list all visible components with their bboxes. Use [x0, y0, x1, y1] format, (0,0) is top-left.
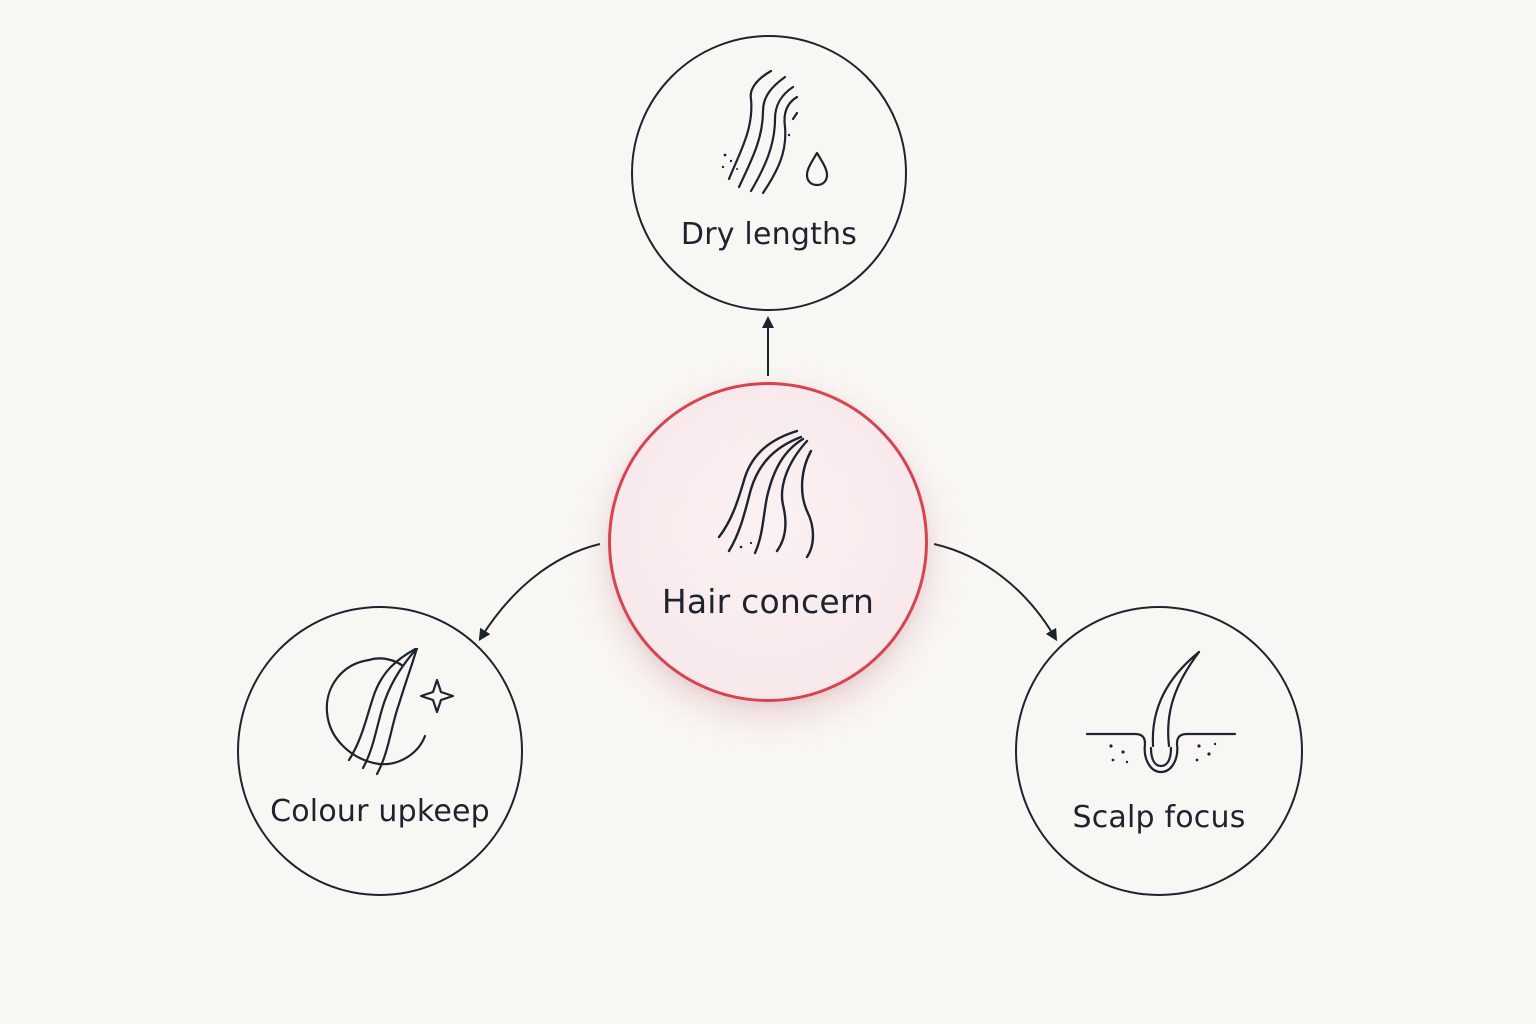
- arrow-to-colour-upkeep: [478, 543, 601, 642]
- hair-droplet-icon: [721, 69, 829, 195]
- hair-follicle-icon: [1085, 650, 1237, 774]
- node-colour-upkeep[interactable]: Colour upkeep: [237, 606, 523, 896]
- node-label-scalp-focus: Scalp focus: [1072, 800, 1246, 835]
- node-label-colour-upkeep: Colour upkeep: [270, 794, 490, 829]
- arrow-to-scalp-focus: [933, 543, 1058, 642]
- node-scalp-focus[interactable]: Scalp focus: [1015, 606, 1303, 896]
- node-hair-concern[interactable]: Hair concern: [608, 382, 928, 702]
- node-dry-lengths[interactable]: Dry lengths: [631, 35, 907, 311]
- hair-sparkle-icon: [325, 648, 455, 776]
- hair-strands-icon: [717, 429, 815, 559]
- node-label-dry-lengths: Dry lengths: [680, 217, 858, 252]
- node-label-hair-concern: Hair concern: [661, 582, 875, 621]
